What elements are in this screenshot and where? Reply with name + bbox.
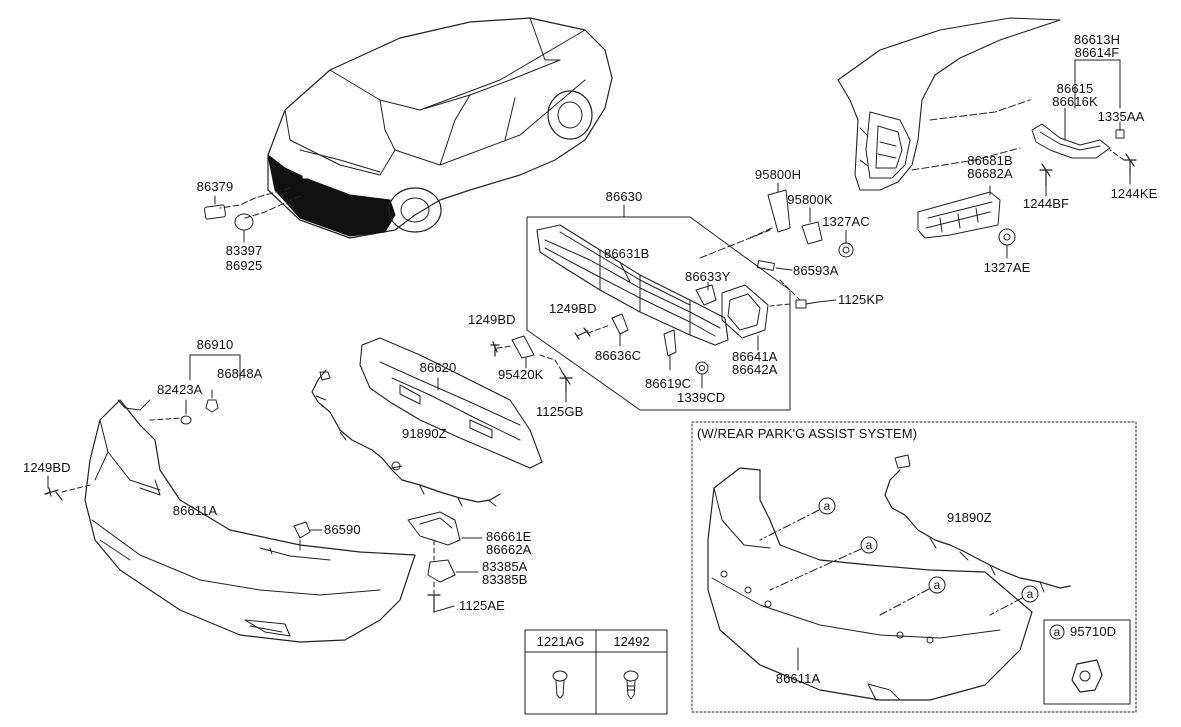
rear-bumper-86611A-option	[707, 467, 1033, 701]
bracket-95800H	[767, 189, 791, 233]
label-82423A: 82423A	[157, 382, 203, 397]
label-86633Y: 86633Y	[685, 269, 731, 284]
label-86631B: 86631B	[604, 246, 650, 261]
callout-a-1: a	[823, 499, 831, 513]
car-illustration	[267, 17, 613, 239]
label-86661E: 86661E	[486, 529, 532, 544]
fastener-header-12492: 12492	[613, 634, 650, 649]
label-95420K: 95420K	[498, 367, 544, 382]
label-83385B: 83385B	[482, 572, 528, 587]
rear-bumper-86611A-left	[84, 399, 416, 643]
label-1249BD-left: 1249BD	[468, 312, 516, 327]
label-1125AE: 1125AE	[459, 598, 505, 613]
label-86682A: 86682A	[967, 166, 1013, 181]
label-86379: 86379	[196, 179, 234, 194]
label-86642A: 86642A	[732, 362, 778, 377]
label-86615: 86615	[1056, 81, 1094, 96]
cap-83397	[234, 213, 254, 231]
label-86910: 86910	[196, 337, 234, 352]
label-86619C: 86619C	[645, 376, 692, 391]
callout-a-2: a	[865, 538, 873, 552]
rear-beam-86631B	[536, 224, 729, 346]
label-86620: 86620	[419, 360, 457, 375]
wiring-harness-91890Z	[311, 369, 501, 507]
fastener-table	[524, 629, 668, 715]
label-86681B: 86681B	[967, 153, 1013, 168]
callout-a-4: a	[1026, 587, 1034, 601]
label-86611A-option: 86611A	[775, 671, 821, 686]
option-box	[691, 421, 1137, 713]
label-86662A: 86662A	[486, 542, 532, 557]
label-1327AE: 1327AE	[983, 260, 1031, 275]
label-83385A: 83385A	[482, 559, 528, 574]
label-86925: 86925	[225, 258, 263, 273]
label-86641A: 86641A	[732, 349, 778, 364]
label-86616K: 86616K	[1052, 94, 1098, 109]
label-86590: 86590	[324, 522, 361, 537]
reflector-86379	[204, 204, 226, 220]
label-86593A: 86593A	[793, 263, 839, 278]
bracket-86641A	[721, 284, 769, 339]
label-95710D: 95710D	[1070, 624, 1117, 639]
label-91890Z: 91890Z	[402, 426, 447, 441]
sensor-box-95710D	[1043, 619, 1131, 705]
label-86613H: 86613H	[1073, 32, 1121, 47]
callout-a-5: a	[1053, 625, 1061, 639]
label-1327AC: 1327AC	[822, 214, 870, 229]
label-86636C: 86636C	[595, 348, 642, 363]
label-86614F: 86614F	[1074, 45, 1120, 60]
label-83397: 83397	[225, 243, 263, 258]
label-1125GB: 1125GB	[536, 404, 584, 419]
label-1339CD: 1339CD	[677, 390, 726, 405]
box-86630	[526, 216, 791, 411]
label-91890Z-option: 91890Z	[947, 510, 992, 525]
wiring-harness-91890Z-option	[884, 454, 1071, 593]
label-95800H: 95800H	[754, 167, 802, 182]
energy-absorber-86620	[359, 337, 543, 469]
quarter-panel	[837, 17, 1061, 191]
label-1249BD-box: 1249BD	[549, 301, 597, 316]
bracket-86615	[1031, 123, 1111, 159]
label-1335AA: 1335AA	[1097, 109, 1145, 124]
label-1249BD-bumper: 1249BD	[23, 460, 71, 475]
label-86630: 86630	[605, 189, 643, 204]
option-box-title: (W/REAR PARK'G ASSIST SYSTEM)	[697, 426, 918, 441]
label-1125KP: 1125KP	[838, 292, 884, 307]
bracket-86661E	[407, 511, 461, 546]
clip-86633Y	[695, 284, 717, 306]
fastener-header-1221AG: 1221AG	[536, 634, 585, 649]
label-86848A: 86848A	[217, 366, 263, 381]
label-1244BF: 1244BF	[1022, 196, 1070, 211]
label-1244KE: 1244KE	[1110, 186, 1158, 201]
label-95800K: 95800K	[787, 192, 833, 207]
label-86611A: 86611A	[172, 503, 218, 518]
callout-a-3: a	[933, 578, 941, 592]
stay-86681B	[917, 191, 1001, 239]
